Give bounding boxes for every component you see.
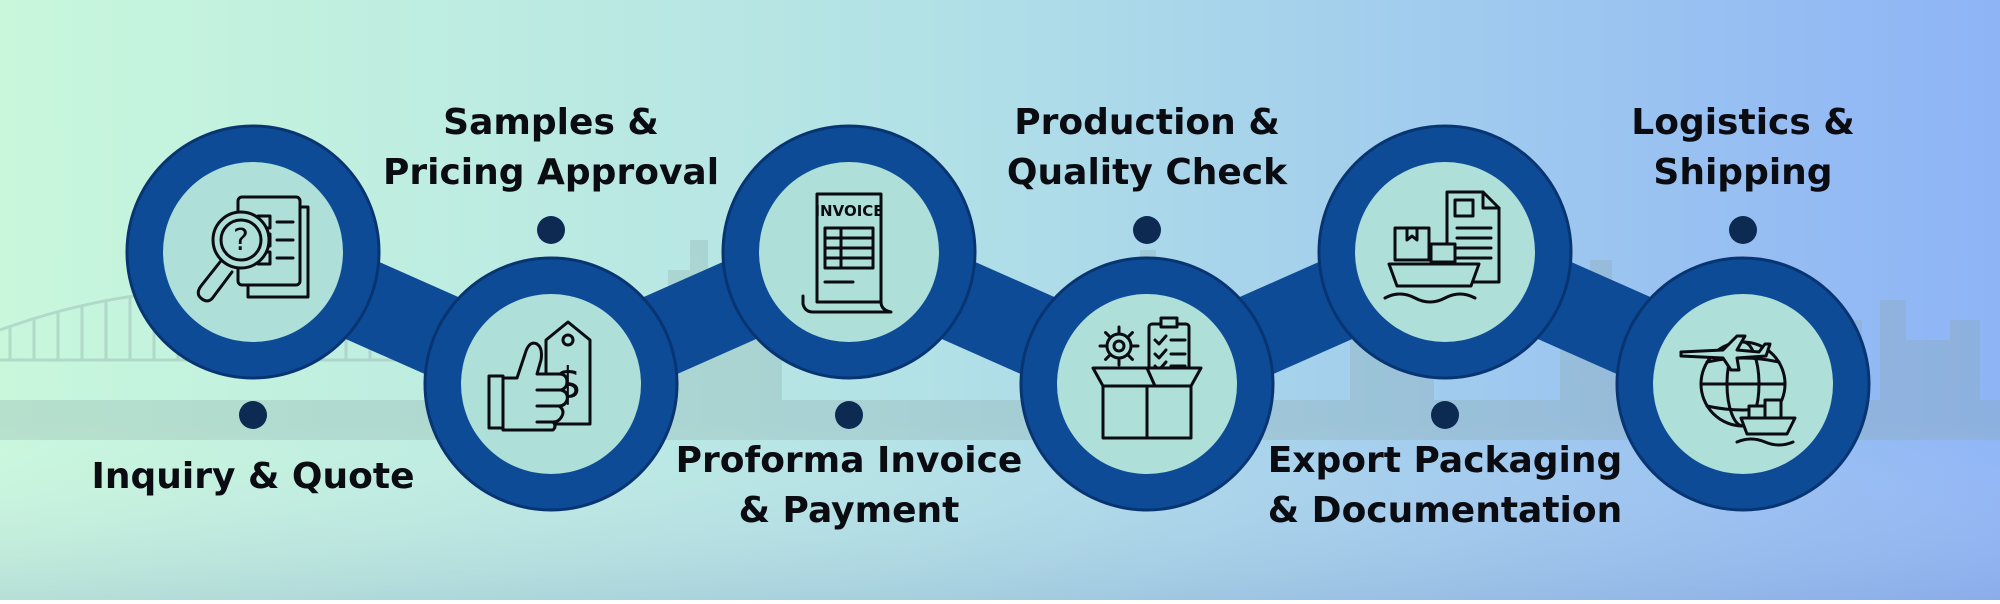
step-marker-dot	[1133, 216, 1161, 244]
step-label-line: & Payment	[738, 490, 960, 531]
step-label: Export Packaging & Documentation	[1268, 436, 1623, 536]
step-label: Production & Quality Check	[1007, 98, 1287, 198]
step-marker-dot	[1431, 401, 1459, 429]
step-label: Logistics & Shipping	[1631, 98, 1854, 198]
step-label-line: Pricing Approval	[382, 152, 720, 193]
step-label-line: Samples &	[443, 102, 659, 143]
step-label-line: Export Packaging	[1267, 440, 1623, 481]
boxes-ship-document-icon	[1383, 190, 1501, 304]
step-label-line: Logistics &	[1631, 102, 1855, 143]
step-marker-dot	[835, 401, 863, 429]
step-label-line: & Documentation	[1267, 490, 1623, 531]
step-label-line: Production &	[1014, 102, 1280, 143]
step-label-line: Shipping	[1653, 152, 1833, 193]
box-gear-checklist-icon	[1091, 316, 1203, 440]
magnifier-document-icon: ?	[196, 195, 310, 303]
step-label-line: Proforma Invoice	[675, 440, 1023, 481]
step-marker-dot	[537, 216, 565, 244]
svg-text:?: ?	[233, 223, 249, 258]
invoice-icon: INVOICE	[801, 192, 893, 314]
step-label: Proforma Invoice & Payment	[676, 436, 1023, 536]
step-marker-dot	[1729, 216, 1757, 244]
thumbs-up-price-tag-icon: $	[487, 320, 592, 432]
globe-plane-ship-icon	[1679, 334, 1797, 447]
step-node	[759, 162, 939, 342]
svg-text:INVOICE: INVOICE	[814, 202, 883, 220]
step-label: Samples & Pricing Approval	[383, 98, 719, 198]
step-label: Inquiry & Quote	[91, 452, 414, 502]
step-marker-dot	[239, 401, 267, 429]
step-label-line: Quality Check	[1006, 152, 1288, 193]
step-label-line: Inquiry & Quote	[91, 456, 415, 497]
